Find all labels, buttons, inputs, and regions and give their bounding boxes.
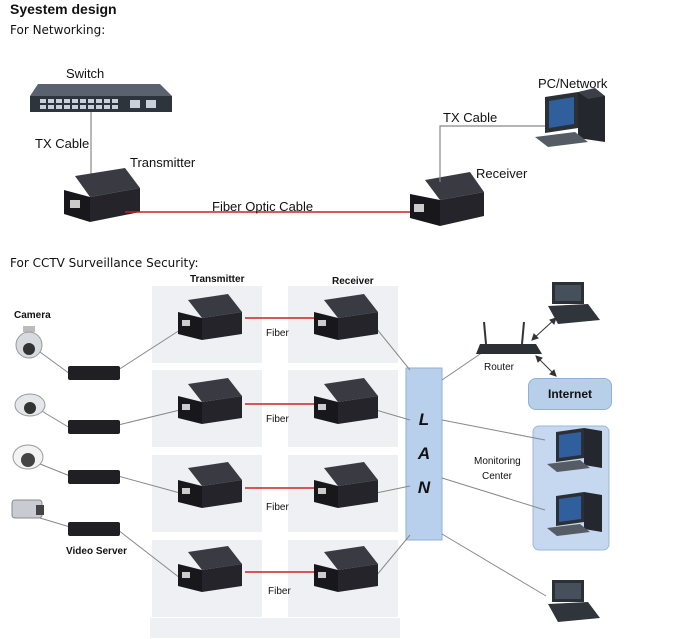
pc-computer xyxy=(535,88,605,147)
cctv-receiver-2 xyxy=(314,378,378,424)
cctv-transmitter-2 xyxy=(178,378,242,424)
fiber-optic-cable-label: Fiber Optic Cable xyxy=(212,199,314,214)
monitoring-label: Monitoring xyxy=(474,456,521,467)
camera-label: Camera xyxy=(14,310,51,321)
cctv-transmitter-4 xyxy=(178,546,242,592)
cctv-receiver-3 xyxy=(314,462,378,508)
router-device xyxy=(476,321,542,354)
cctv-transmitter-3 xyxy=(178,462,242,508)
monitoring-computers xyxy=(547,428,602,536)
tx-cable-right-label: TX Cable xyxy=(443,110,498,125)
lan-letter-n: N xyxy=(417,478,431,497)
lan-bar xyxy=(405,367,443,541)
cameras xyxy=(11,326,46,519)
receiver-device xyxy=(410,172,484,226)
fiber-label-2: Fiber xyxy=(266,414,289,425)
cctv-receiver-1 xyxy=(314,294,378,340)
center-label: Center xyxy=(482,471,513,482)
lan-letter-a: A xyxy=(417,444,431,463)
tx-cable-left-label: TX Cable xyxy=(35,136,90,151)
cctv-converters xyxy=(178,294,378,592)
router-label: Router xyxy=(484,362,515,373)
fiber-label-3: Fiber xyxy=(266,502,289,513)
receiver-label: Receiver xyxy=(476,166,528,181)
switch-label: Switch xyxy=(66,66,105,81)
cctv-transmitter-1 xyxy=(178,294,242,340)
lan-letter-l: L xyxy=(418,410,430,429)
switch-device xyxy=(30,84,172,112)
fiber-label-1: Fiber xyxy=(266,328,289,339)
page-title: Syestem design xyxy=(10,1,117,17)
video-servers xyxy=(68,366,120,536)
pc-network-label: PC/Network xyxy=(538,76,608,91)
internet-badge: Internet xyxy=(528,378,612,410)
video-server-label: Video Server xyxy=(66,546,127,557)
cctv-receiver-header: Receiver xyxy=(332,276,374,287)
transmitter-device xyxy=(64,168,140,222)
networking-heading: For Networking: xyxy=(10,23,106,37)
transmitter-label: Transmitter xyxy=(130,155,196,170)
cctv-transmitter-header: Transmitter xyxy=(190,274,245,285)
cctv-heading: For CCTV Surveillance Security: xyxy=(10,256,199,270)
cctv-receiver-4 xyxy=(314,546,378,592)
laptops xyxy=(548,282,600,622)
fiber-label-4: Fiber xyxy=(268,586,291,597)
